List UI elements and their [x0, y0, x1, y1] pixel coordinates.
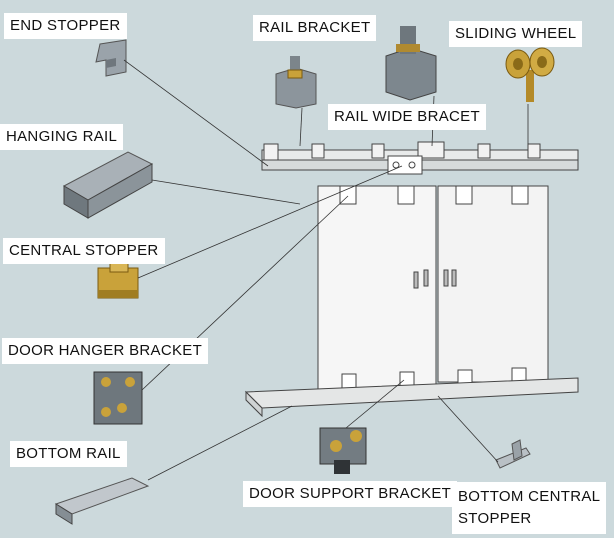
label-end-stopper: END STOPPER	[4, 13, 127, 39]
label-rail-wide-bracket: RAIL WIDE BRACET	[328, 104, 486, 130]
door-support-bracket-part	[319, 427, 367, 474]
label-bottom-central-stopper-line2: STOPPER	[458, 510, 532, 527]
label-central-stopper: CENTRAL STOPPER	[3, 238, 165, 264]
bottom-rail-part	[54, 477, 150, 525]
door-hanger-bracket-part	[93, 371, 143, 425]
label-sliding-wheel: SLIDING WHEEL	[449, 21, 583, 47]
hanging-rail-part	[62, 151, 154, 219]
door-assembly	[244, 141, 579, 418]
label-bottom-central-stopper-line1: BOTTOM CENTRAL	[458, 488, 601, 505]
end-stopper-part	[95, 39, 127, 77]
bottom-central-stopper-part	[495, 439, 531, 469]
label-door-hanger-bracket: DOOR HANGER BRACKET	[2, 338, 209, 364]
sliding-wheel-part	[505, 47, 555, 102]
label-bottom-central-stopper: BOTTOM CENTRAL STOPPER	[452, 482, 607, 534]
label-hanging-rail: HANGING RAIL	[0, 124, 124, 150]
label-rail-bracket: RAIL BRACKET	[253, 15, 377, 41]
central-stopper-part	[97, 259, 139, 299]
rail-wide-bracket-part	[385, 26, 437, 101]
label-bottom-rail: BOTTOM RAIL	[10, 441, 127, 467]
rail-bracket-part	[275, 56, 317, 109]
label-door-support-bracket: DOOR SUPPORT BRACKET	[243, 481, 458, 507]
